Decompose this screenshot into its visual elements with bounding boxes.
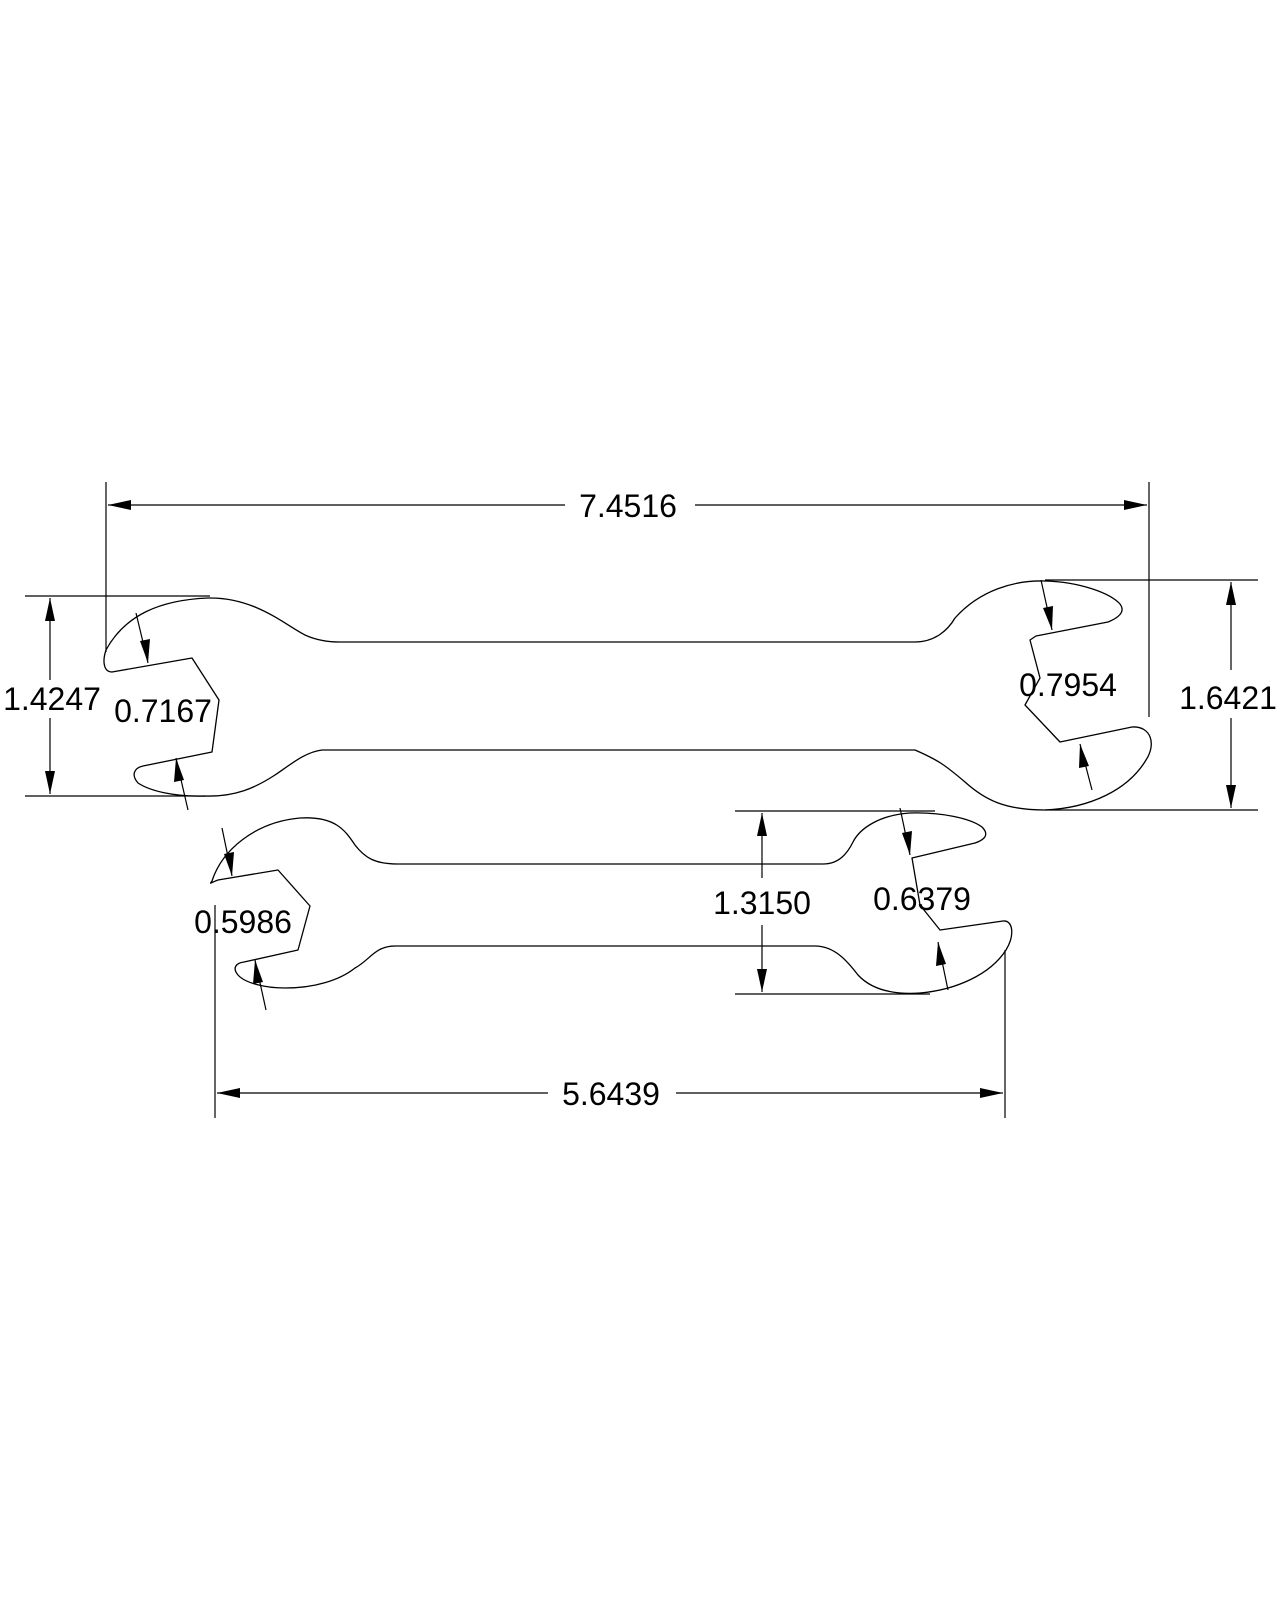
arrowhead (936, 942, 946, 966)
small-right-head-height-label: 1.3150 (713, 885, 811, 921)
large-wrench-outline (103, 580, 1152, 811)
small-wrench-length-dimension: 5.6439 (214, 905, 1006, 1118)
arrowhead (45, 771, 55, 794)
small-right-jaw-dimension: 0.6379 (873, 807, 971, 991)
large-left-jaw-dimension: 0.7167 (114, 612, 212, 811)
large-left-head-height-label: 1.4247 (3, 681, 101, 717)
small-right-head-height-dimension: 1.3150 (713, 810, 935, 995)
small-wrench-outline (209, 812, 1013, 994)
arrowhead (217, 1088, 240, 1098)
large-wrench-length-label: 7.4516 (579, 488, 677, 524)
large-left-jaw-label: 0.7167 (114, 693, 212, 729)
arrowhead (757, 813, 767, 836)
large-right-head-height-dimension: 1.6421 (1045, 579, 1277, 811)
arrowhead (1124, 500, 1147, 510)
arrowhead (1226, 785, 1236, 808)
arrowhead (1079, 744, 1089, 768)
arrowhead (140, 639, 150, 663)
arrowhead (1226, 582, 1236, 605)
arrowhead (45, 598, 55, 621)
arrowhead (902, 831, 912, 855)
arrowhead (224, 852, 234, 876)
arrowhead (1043, 606, 1053, 630)
small-wrench-length-label: 5.6439 (562, 1076, 660, 1112)
arrowhead (174, 758, 184, 782)
small-left-jaw-label: 0.5986 (194, 904, 292, 940)
arrowhead (757, 969, 767, 992)
large-right-jaw-dimension: 0.7954 (1019, 579, 1117, 791)
large-wrench-length-dimension: 7.4516 (105, 482, 1150, 717)
arrowhead (980, 1088, 1003, 1098)
small-left-jaw-dimension: 0.5986 (194, 827, 292, 1011)
large-left-head-height-dimension: 1.4247 (3, 595, 210, 797)
arrowhead (108, 500, 131, 510)
large-right-head-height-label: 1.6421 (1179, 680, 1277, 716)
large-right-jaw-label: 0.7954 (1019, 667, 1117, 703)
small-right-jaw-label: 0.6379 (873, 881, 971, 917)
arrowhead (253, 960, 263, 984)
